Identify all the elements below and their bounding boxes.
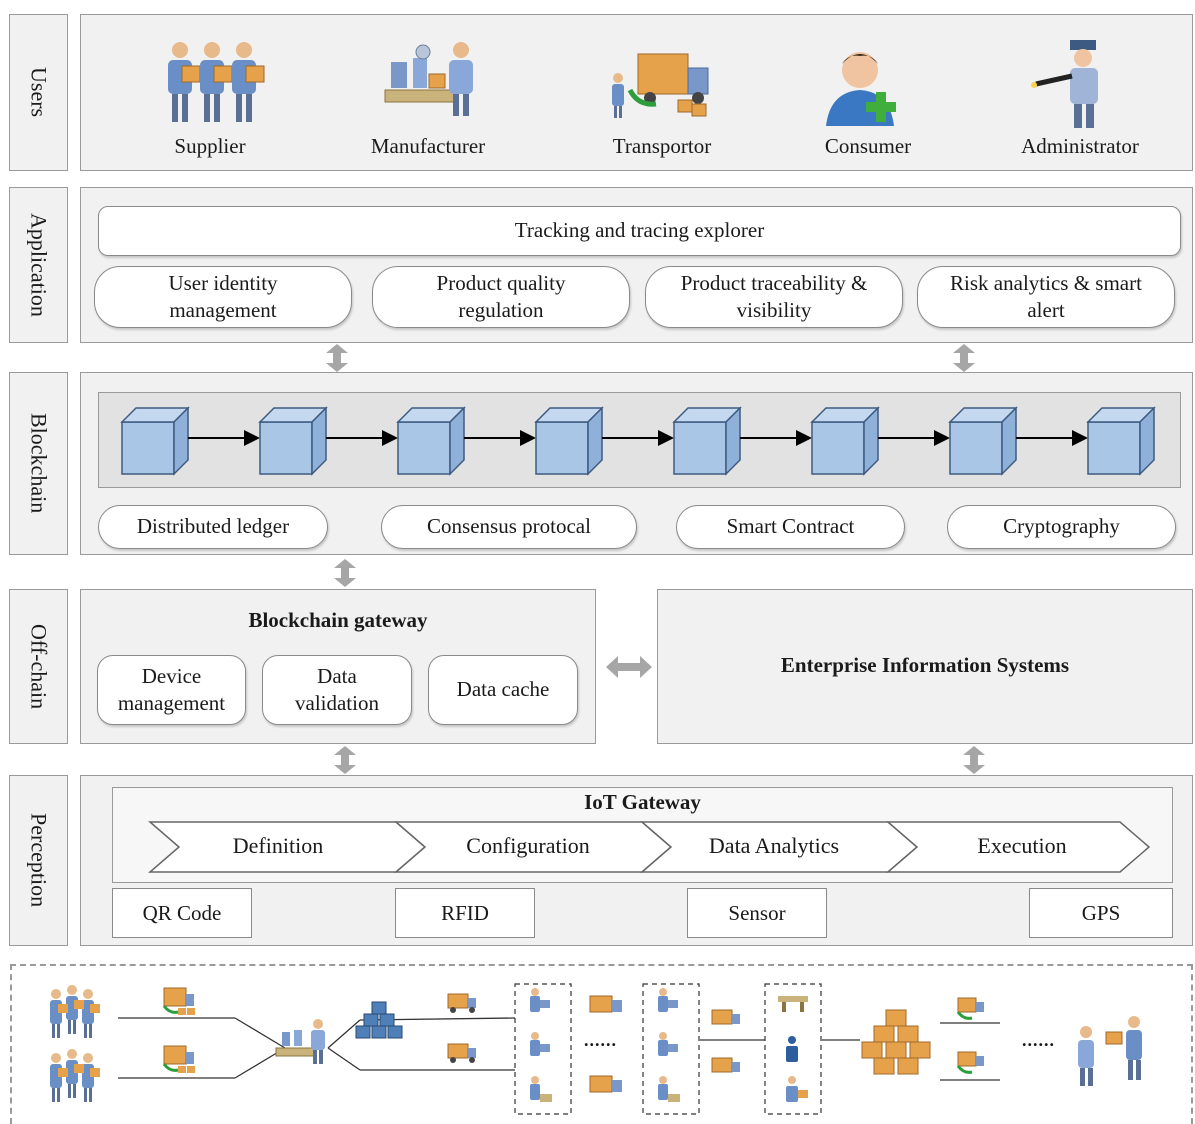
sc-warehouse-boxes-icon bbox=[861, 1009, 931, 1075]
arrow-gateway-eis bbox=[606, 656, 652, 678]
device-sensor: Sensor bbox=[687, 888, 827, 938]
sc-workers-group-2-icon bbox=[658, 988, 680, 1102]
sc-ellipsis-2: ...... bbox=[1022, 1030, 1055, 1050]
sc-workers-group-1-icon bbox=[530, 988, 552, 1102]
sc-station-group-2 bbox=[642, 983, 700, 1115]
app-module-traceability: Product traceability & visibility bbox=[645, 266, 903, 328]
user-label-manufacturer: Manufacturer bbox=[370, 134, 486, 158]
stage-label-definition: Definition bbox=[232, 833, 324, 858]
stage-label-configuration: Configuration bbox=[466, 833, 590, 858]
sc-truck-a-icon bbox=[447, 993, 476, 1013]
supplier-icon bbox=[168, 42, 265, 122]
user-label-transportor: Transportor bbox=[612, 134, 712, 158]
gw-device-management: Device management bbox=[97, 655, 246, 725]
sc-final-truck-bottom-icon bbox=[956, 1051, 984, 1074]
perception-layer-label: Perception bbox=[9, 775, 68, 946]
user-label-consumer: Consumer bbox=[824, 134, 912, 158]
users-panel bbox=[80, 14, 1193, 171]
arrow-app-blockchain-left bbox=[326, 344, 348, 372]
tracking-explorer-box: Tracking and tracing explorer bbox=[98, 206, 1181, 256]
device-rfid: RFID bbox=[395, 888, 535, 938]
blockchain-gateway-title: Blockchain gateway bbox=[248, 608, 428, 632]
iot-gateway-title: IoT Gateway bbox=[584, 790, 701, 814]
sc-station-group-1 bbox=[514, 983, 572, 1115]
sc-ellipsis-1: ...... bbox=[584, 1030, 617, 1050]
stage-label-execution: Execution bbox=[977, 833, 1067, 858]
sc-station-group-3 bbox=[764, 983, 822, 1115]
offchain-layer-label: Off-chain bbox=[9, 589, 68, 744]
blockchain-block bbox=[810, 406, 880, 476]
blockchain-block bbox=[1086, 406, 1156, 476]
sc-forklifts-icon bbox=[589, 995, 622, 1093]
gw-data-validation: Data validation bbox=[262, 655, 412, 725]
app-module-risk-analytics: Risk analytics & smart alert bbox=[917, 266, 1175, 328]
consumer-icon bbox=[826, 52, 896, 126]
user-label-supplier: Supplier bbox=[174, 134, 246, 158]
app-module-user-identity: User identity management bbox=[94, 266, 352, 328]
blockchain-block bbox=[672, 406, 742, 476]
administrator-icon bbox=[1031, 40, 1098, 128]
sc-supplier-group-top-icon bbox=[50, 985, 100, 1038]
arrow-app-blockchain-right bbox=[953, 344, 975, 372]
sc-trucks-mid-icon bbox=[711, 1009, 740, 1073]
sc-delivery-bottom-icon bbox=[162, 1045, 195, 1073]
bc-cryptography: Cryptography bbox=[947, 505, 1176, 549]
stage-label-data-analytics: Data Analytics bbox=[708, 833, 840, 858]
eis-title: Enterprise Information Systems bbox=[780, 653, 1070, 677]
device-gps: GPS bbox=[1029, 888, 1173, 938]
supply-chain-area bbox=[10, 964, 1193, 1124]
arrow-blockchain-offchain bbox=[334, 559, 356, 587]
arrow-offchain-perception-left bbox=[334, 746, 356, 774]
user-label-administrator: Administrator bbox=[1021, 134, 1139, 158]
blockchain-block bbox=[258, 406, 328, 476]
blockchain-block bbox=[396, 406, 466, 476]
sc-truck-b-icon bbox=[447, 1043, 476, 1063]
sc-retail-group-icon bbox=[778, 996, 808, 1102]
sc-product-stack-icon bbox=[355, 1001, 403, 1039]
sc-manufacturer-icon bbox=[275, 1019, 325, 1064]
blockchain-layer-label: Blockchain bbox=[9, 372, 68, 555]
bc-smart-contract: Smart Contract bbox=[676, 505, 905, 549]
gw-data-cache: Data cache bbox=[428, 655, 578, 725]
blockchain-block bbox=[948, 406, 1018, 476]
app-module-product-quality: Product quality regulation bbox=[372, 266, 630, 328]
transportor-icon bbox=[612, 53, 709, 118]
application-layer-label: Application bbox=[9, 187, 68, 343]
blockchain-block bbox=[120, 406, 190, 476]
stage-chevron-execution bbox=[885, 821, 1151, 873]
manufacturer-icon bbox=[384, 42, 473, 116]
device-qr-code: QR Code bbox=[112, 888, 252, 938]
sc-supplier-group-bottom-icon bbox=[50, 1049, 100, 1102]
sc-consumer-handoff-icon bbox=[1078, 1016, 1142, 1086]
bc-consensus-protocol: Consensus protocal bbox=[381, 505, 637, 549]
bc-distributed-ledger: Distributed ledger bbox=[98, 505, 328, 549]
eis-panel bbox=[657, 589, 1193, 744]
arrow-offchain-perception-right bbox=[963, 746, 985, 774]
blockchain-block bbox=[534, 406, 604, 476]
sc-final-truck-top-icon bbox=[956, 997, 984, 1020]
sc-delivery-top-icon bbox=[162, 987, 195, 1015]
users-layer-label: Users bbox=[9, 14, 68, 171]
